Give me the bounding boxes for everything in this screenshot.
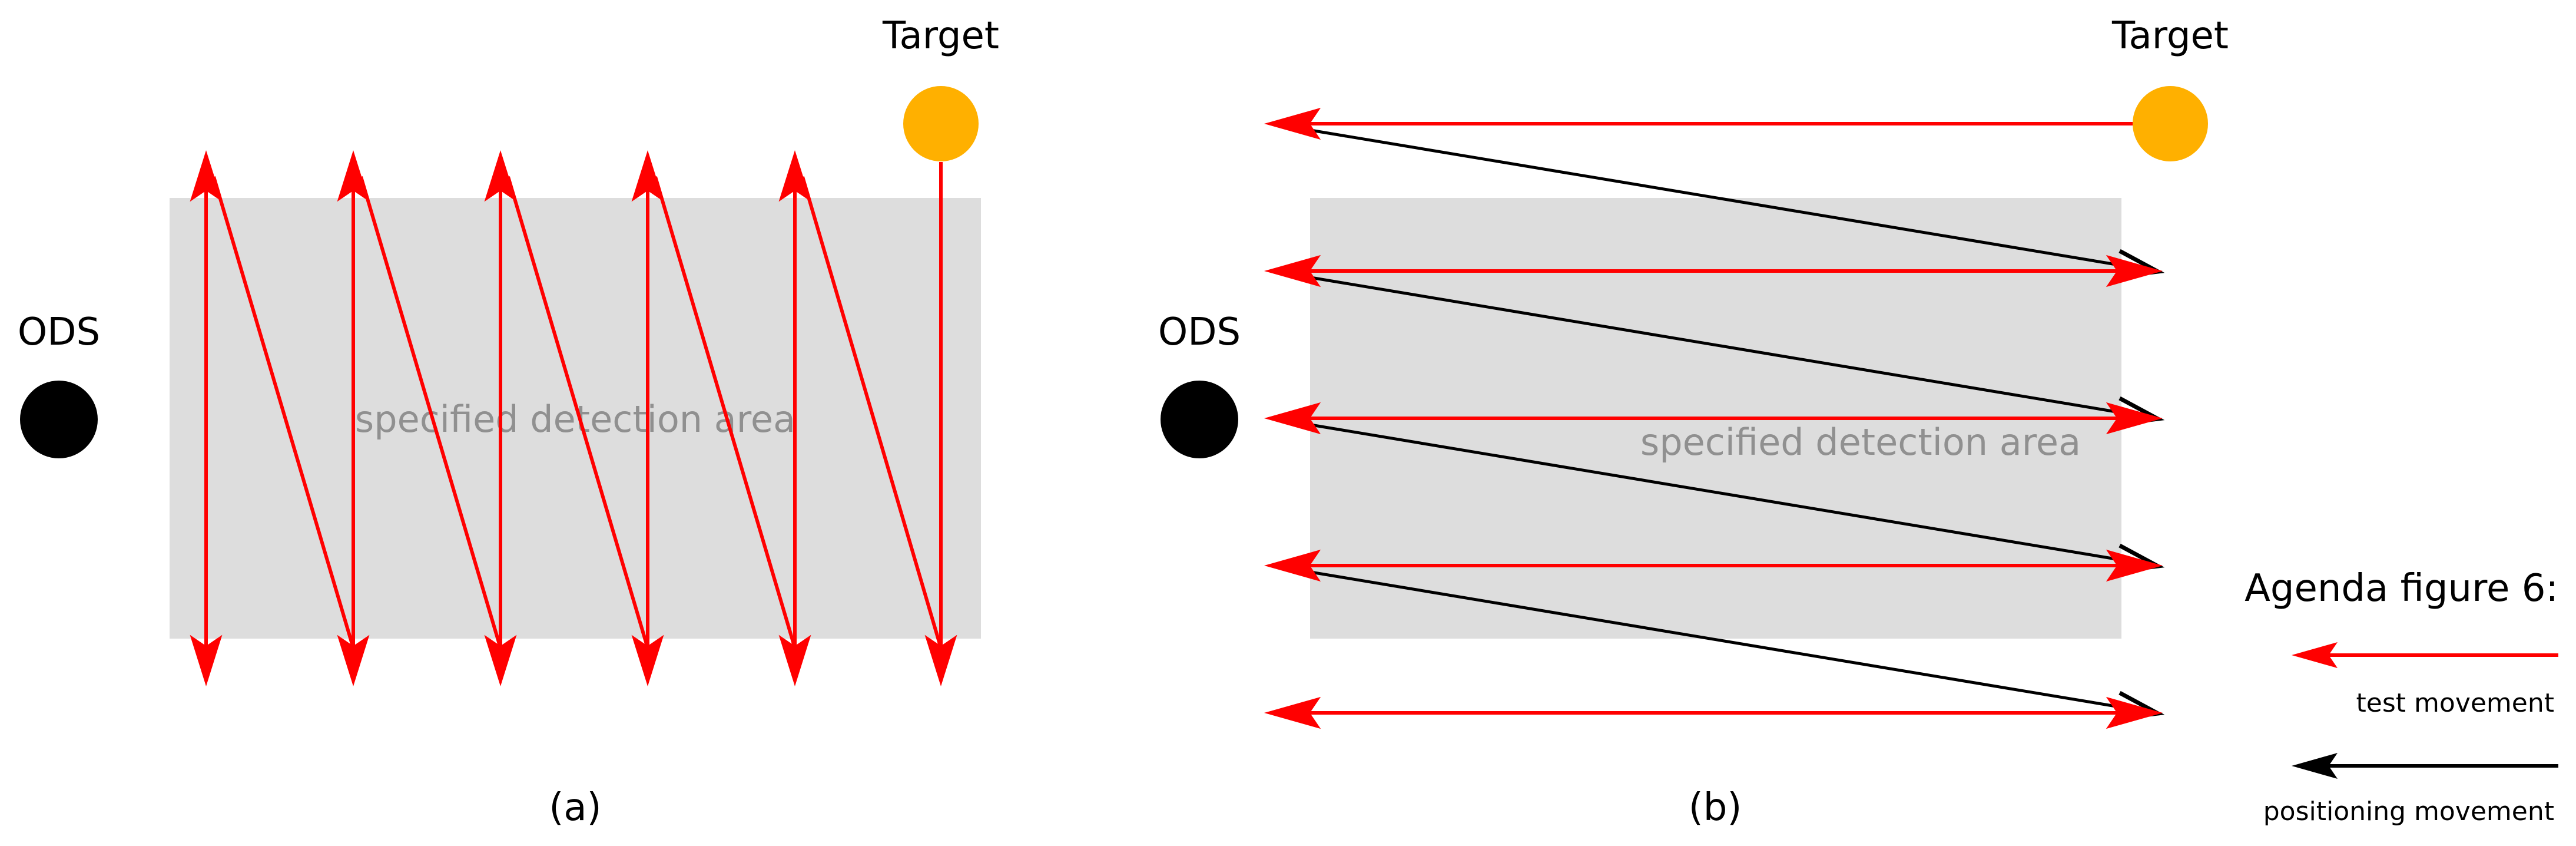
positioning-3 bbox=[1271, 417, 2156, 567]
horizontal-pass-5 bbox=[1264, 696, 2163, 729]
target-dot-b bbox=[2133, 86, 2208, 161]
test-movements-b bbox=[1264, 107, 2163, 729]
ods-label-b: ODS bbox=[1158, 310, 1241, 354]
diagonal-2 bbox=[359, 176, 502, 649]
diagonal-4 bbox=[654, 176, 797, 649]
ods-dot-b bbox=[1161, 381, 1238, 458]
horizontal-pass-1 bbox=[1264, 107, 2133, 140]
ods-label-a: ODS bbox=[18, 310, 100, 354]
positioning-4 bbox=[1271, 564, 2156, 715]
horizontal-pass-4 bbox=[1264, 549, 2163, 582]
target-label-a: Target bbox=[882, 14, 999, 58]
detection-area-label-b: specified detection area bbox=[1640, 421, 2081, 464]
detection-area-a bbox=[170, 198, 981, 639]
test-movements-a bbox=[190, 150, 957, 687]
legend: Agenda figure 6: test movement positioni… bbox=[2245, 567, 2558, 827]
legend-positioning-arrow-icon bbox=[2292, 753, 2558, 779]
legend-positioning-label: positioning movement bbox=[2263, 797, 2554, 827]
diagonal-5 bbox=[801, 176, 943, 649]
diagonal-3 bbox=[506, 176, 649, 649]
positioning-2 bbox=[1271, 269, 2156, 420]
positioning-1 bbox=[1271, 122, 2156, 273]
legend-title: Agenda figure 6: bbox=[2245, 567, 2558, 610]
horizontal-pass-3 bbox=[1264, 402, 2163, 435]
ods-dot-a bbox=[20, 381, 98, 458]
target-label-b: Target bbox=[2111, 14, 2229, 58]
horizontal-pass-2 bbox=[1264, 255, 2163, 287]
target-dot-a bbox=[903, 86, 979, 161]
caption-a: (a) bbox=[549, 786, 601, 830]
legend-test-label: test movement bbox=[2356, 688, 2554, 718]
panel-a: specified detection area ODS Target bbox=[18, 14, 999, 830]
panel-b: specified detection area ODS Target bbox=[1158, 14, 2229, 830]
diagonal-1 bbox=[212, 176, 355, 649]
caption-b: (b) bbox=[1689, 786, 1742, 830]
vertical-pass-4 bbox=[631, 150, 664, 687]
legend-test-arrow-icon bbox=[2292, 642, 2558, 668]
